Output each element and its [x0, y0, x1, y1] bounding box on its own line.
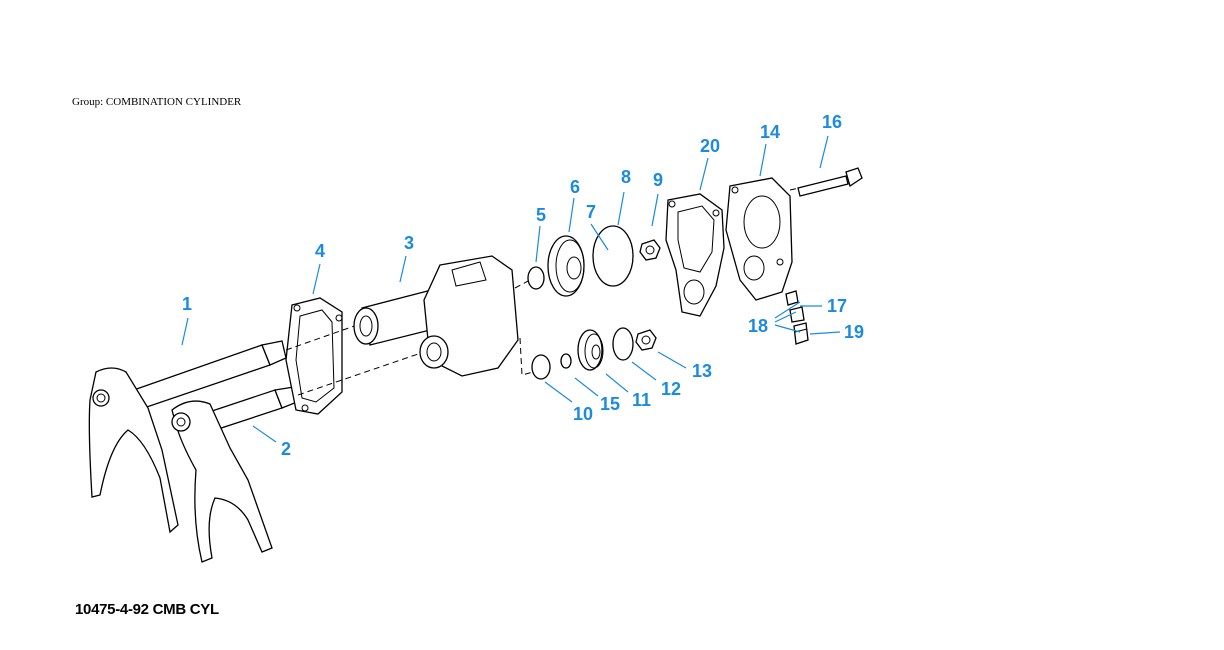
callout-5: 5: [536, 205, 546, 225]
part-14-cylinder-cover[interactable]: [725, 177, 793, 301]
part-20-gasket[interactable]: [665, 193, 725, 317]
callout-1: 1: [182, 294, 192, 314]
callout-8: 8: [621, 167, 631, 187]
part-17-fitting[interactable]: [785, 290, 799, 306]
part-4-gasket[interactable]: [285, 297, 343, 415]
callout-16: 16: [822, 112, 842, 132]
callout-14: 14: [760, 122, 780, 142]
callout-18: 18: [748, 316, 768, 336]
part-9-nut[interactable]: [639, 239, 661, 261]
callout-4: 4: [315, 241, 325, 261]
part-16-bolt[interactable]: [797, 167, 863, 197]
callout-12: 12: [661, 379, 681, 399]
callout-17: 17: [827, 296, 847, 316]
part-18-fitting[interactable]: [789, 306, 805, 323]
part-15-o-ring[interactable]: [560, 353, 572, 369]
callout-3: 3: [404, 233, 414, 253]
callout-9: 9: [653, 170, 663, 190]
callout-19: 19: [844, 322, 864, 342]
part-6-piston[interactable]: [547, 235, 585, 297]
part-3-cylinder-housing[interactable]: [353, 255, 519, 377]
callout-15: 15: [600, 394, 620, 414]
part-11-piston[interactable]: [577, 329, 604, 371]
part-12-o-ring[interactable]: [612, 327, 634, 361]
callout-13: 13: [692, 361, 712, 381]
diagram-code: 10475-4-92 CMB CYL: [75, 601, 219, 618]
callout-20: 20: [700, 136, 720, 156]
part-10-o-ring[interactable]: [531, 354, 551, 380]
part-13-nut[interactable]: [635, 329, 657, 351]
callout-11: 11: [632, 390, 651, 410]
callout-6: 6: [570, 177, 580, 197]
callout-2: 2: [281, 439, 291, 459]
callout-10: 10: [573, 404, 593, 424]
callout-7: 7: [586, 202, 596, 222]
leader-lines: [181, 135, 841, 443]
part-8-o-ring[interactable]: [592, 225, 634, 287]
group-label: Group: COMBINATION CYLINDER: [72, 96, 242, 108]
part-2-shift-rod-fork[interactable]: [171, 386, 298, 563]
part-5-o-ring[interactable]: [527, 266, 545, 290]
part-19-plug[interactable]: [793, 322, 809, 345]
part-1-shift-rod-fork[interactable]: [88, 340, 287, 534]
